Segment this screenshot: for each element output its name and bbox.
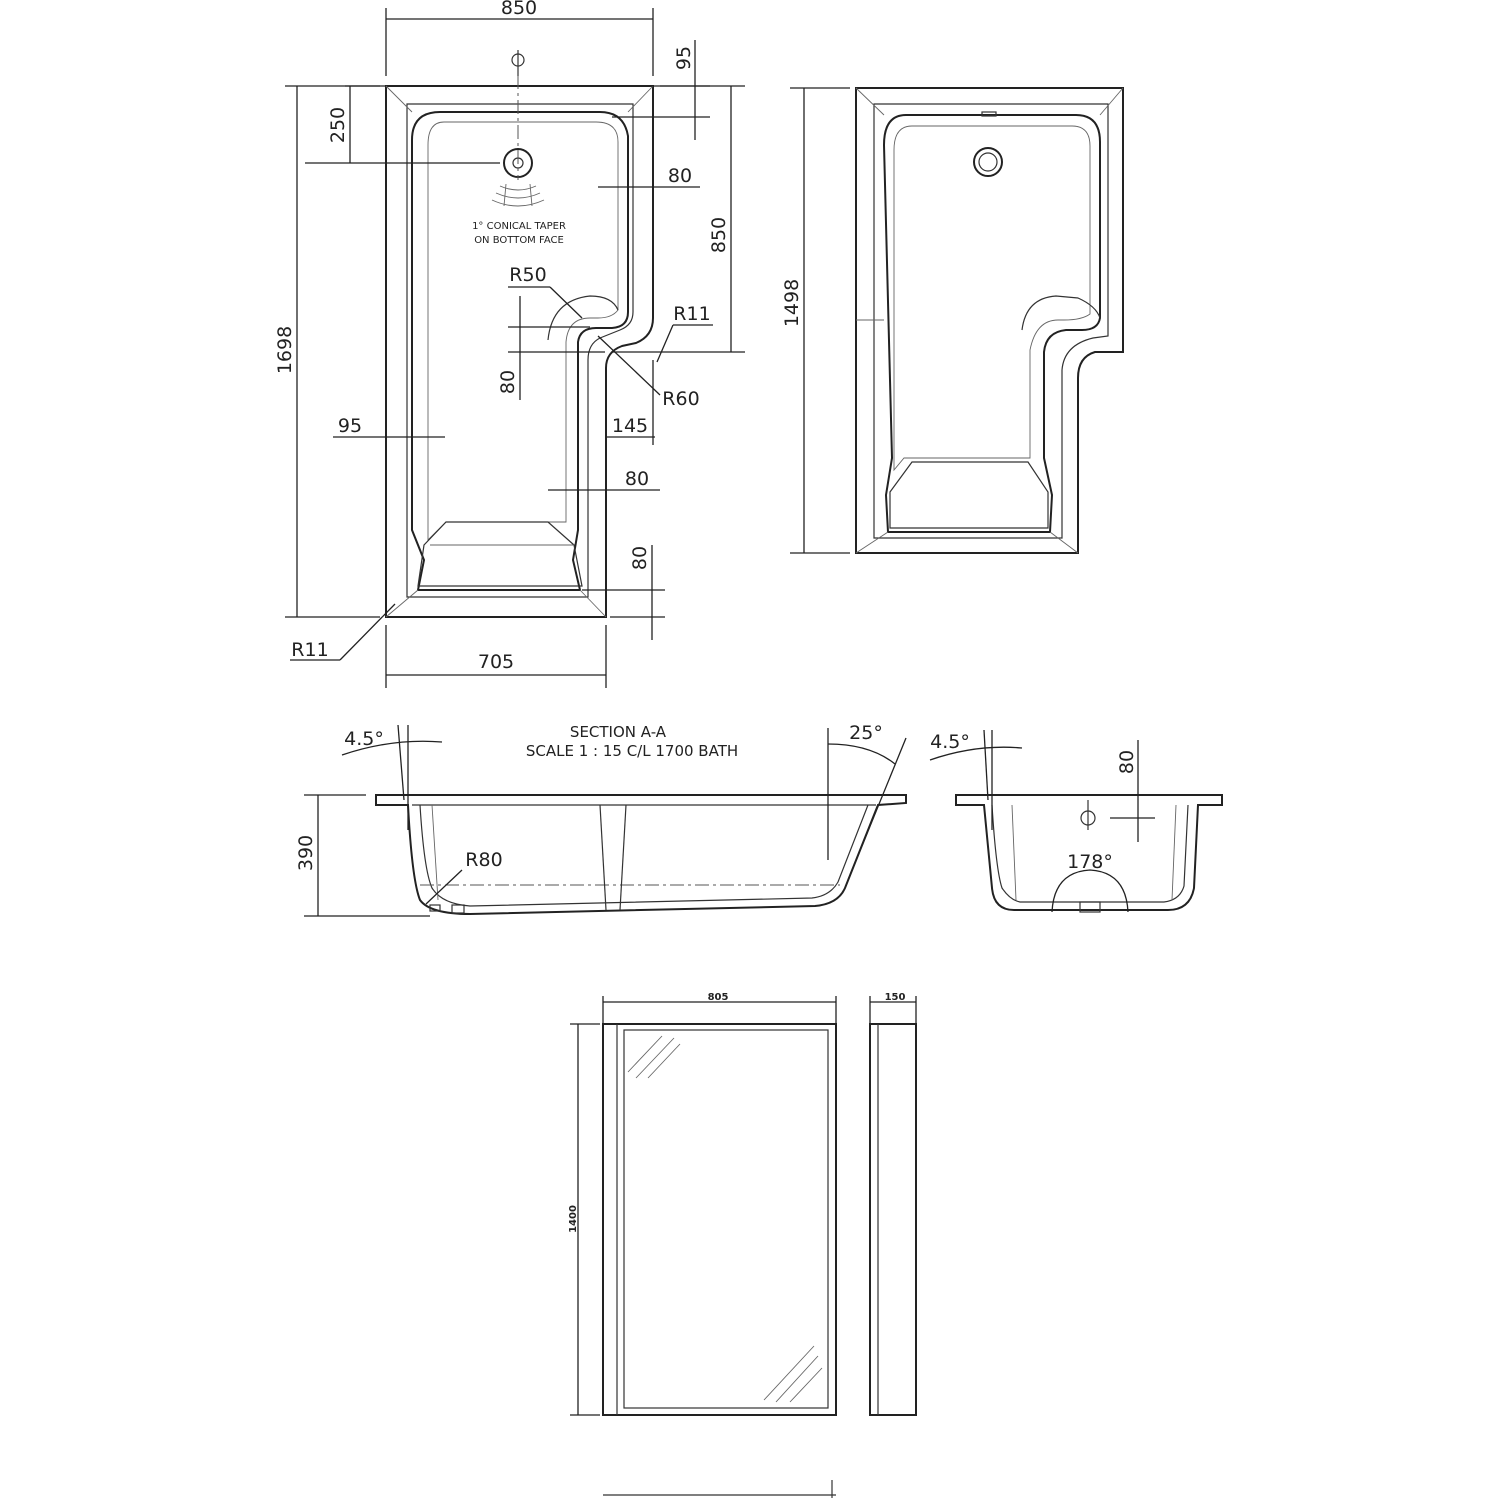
section-rim xyxy=(375,794,907,916)
angle-arc-178 xyxy=(1051,869,1129,913)
taper-note-line1: 1° CONICAL TAPER xyxy=(472,221,566,232)
dim-150: 150 xyxy=(885,992,906,1003)
dim-1498: 1498 xyxy=(781,279,803,327)
taper-symbol-icon xyxy=(491,183,545,207)
bath-basin xyxy=(411,111,629,591)
corner-line xyxy=(579,589,607,618)
dim-390: 390 xyxy=(295,835,317,871)
dim-705: 705 xyxy=(478,651,514,673)
plan-view-alt: 1498 xyxy=(781,87,1124,554)
bath-outline xyxy=(385,85,654,618)
bath-rim-inner-alt xyxy=(873,103,1109,539)
dim-80-end: 80 xyxy=(629,546,651,570)
angle-arc xyxy=(827,743,896,765)
dim-top-width: 850 xyxy=(501,0,537,19)
section-a-a: SECTION A-A SCALE 1 : 15 C/L 1700 BATH 4… xyxy=(295,722,907,917)
overflow-icon xyxy=(981,111,997,117)
section-waste xyxy=(429,904,441,912)
plan-view: 1° CONICAL TAPER ON BOTTOM FACE 850 95 2… xyxy=(274,0,745,688)
dim-80-step: 80 xyxy=(497,370,519,394)
section-wall-inner xyxy=(419,804,869,907)
section-step-line xyxy=(619,804,627,911)
angle-25: 25° xyxy=(849,722,883,744)
dim-850-length: 850 xyxy=(708,217,730,253)
waste-outlet-icon xyxy=(973,147,1003,177)
angle-arc xyxy=(929,746,1023,761)
bath-end-step-alt xyxy=(889,461,1049,529)
corner-line xyxy=(385,589,419,618)
end-section-inner xyxy=(991,804,1189,903)
section-step-line xyxy=(599,804,607,911)
angle-178: 178° xyxy=(1067,851,1113,873)
corner-line xyxy=(627,85,654,113)
screen-glass xyxy=(623,1029,829,1409)
section-foot xyxy=(451,904,465,914)
leader-line xyxy=(549,286,583,319)
corner-line xyxy=(1099,87,1124,116)
waste-ring xyxy=(978,152,998,172)
end-section-hidden-line xyxy=(1011,804,1017,901)
leader-line xyxy=(425,869,463,905)
bath-end-step xyxy=(417,521,583,587)
bath-basin-inner-alt xyxy=(893,125,1091,472)
dim-80-rim: 80 xyxy=(668,165,692,187)
dim-95-left: 95 xyxy=(338,415,362,437)
dim-805: 805 xyxy=(708,992,729,1003)
dim-80-end-section: 80 xyxy=(1116,750,1138,774)
bath-basin-alt xyxy=(882,114,1101,533)
radius-r60: R60 xyxy=(662,388,699,410)
step-curve xyxy=(547,295,619,341)
dim-1698: 1698 xyxy=(274,326,296,374)
corner-line xyxy=(1049,531,1079,554)
angle-arc xyxy=(341,740,443,756)
leader-line xyxy=(656,324,674,363)
dim-1400: 1400 xyxy=(568,1205,579,1233)
taper-note-line2: ON BOTTOM FACE xyxy=(474,235,564,246)
screen-panel xyxy=(602,1023,837,1416)
radius-r11-top: R11 xyxy=(673,303,710,325)
angle-4-5-end: 4.5° xyxy=(930,731,970,753)
corner-line xyxy=(855,87,885,116)
waste-fitting xyxy=(1079,901,1101,913)
extension-line xyxy=(983,729,989,801)
end-section-hidden-line xyxy=(1171,804,1177,901)
dim-95-top: 95 xyxy=(673,46,695,70)
radius-r80: R80 xyxy=(465,849,502,871)
section-scale: SCALE 1 : 15 C/L 1700 BATH xyxy=(526,742,738,760)
radius-r50: R50 xyxy=(509,264,546,286)
dim-80-lower: 80 xyxy=(625,468,649,490)
bath-outline-alt xyxy=(855,87,1124,554)
glass-reflection-icon xyxy=(627,1035,823,1403)
radius-r11-bottom: R11 xyxy=(291,639,328,661)
section-title: SECTION A-A xyxy=(570,723,667,741)
extension-line xyxy=(397,724,405,801)
end-section-outline xyxy=(955,794,1223,911)
bath-screen: 805 1400 150 xyxy=(568,992,917,1498)
screen-side xyxy=(869,1023,917,1416)
dim-250: 250 xyxy=(327,107,349,143)
leader-line xyxy=(597,335,661,396)
section-hidden-line xyxy=(431,804,439,901)
dim-145: 145 xyxy=(612,415,648,437)
corner-line xyxy=(855,531,889,554)
step-curve-alt xyxy=(1021,295,1101,331)
extension-line xyxy=(847,737,907,881)
corner-line xyxy=(385,85,413,113)
bath-basin-inner xyxy=(427,121,619,542)
leader-line xyxy=(339,603,396,661)
end-section: 178° 4.5° 80 xyxy=(929,729,1223,913)
angle-4-5-left: 4.5° xyxy=(344,728,384,750)
